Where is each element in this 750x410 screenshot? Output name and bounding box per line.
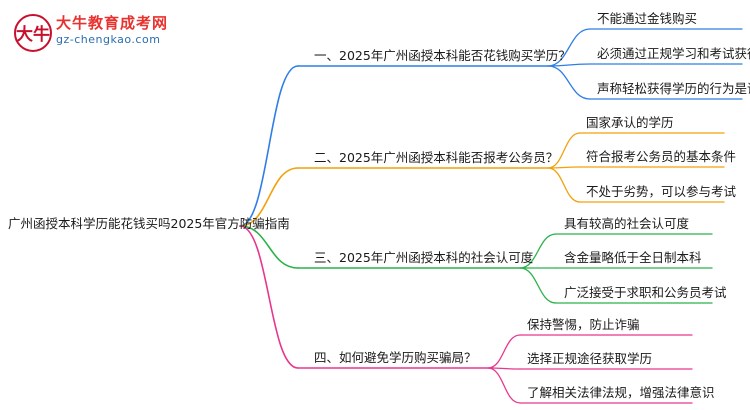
site-logo: 大牛 大牛教育成考网 gz-chengkao.com: [6, 6, 176, 52]
branch-4-leaf-2: 选择正规途径获取学历: [527, 351, 653, 366]
branch-1-leaf-1-connector: [547, 28, 591, 67]
branch-4-leaf-1-connector: [487, 334, 521, 369]
branch-1-leaf-2-connector: [547, 63, 591, 67]
branch-3-leaf-1: 具有较高的社会认可度: [564, 216, 690, 231]
branch-1-leaf-1: 不能通过金钱购买: [597, 11, 698, 26]
branch-1-leaf-2: 必须通过正规学习和考试获得: [597, 46, 750, 61]
logo-brand-name: 大牛教育成考网: [56, 14, 169, 32]
branch-4-title: 四、如何避免学历购买骗局？: [314, 350, 477, 365]
branch-2-leaf-3-connector: [547, 167, 581, 203]
branch-4-leaf-3-connector: [487, 367, 521, 404]
branch-3-title: 三、2025年广州函授本科的社会认可度: [314, 250, 534, 265]
branch-2-leaf-1: 国家承认的学历: [586, 115, 674, 130]
branch-1-leaf-3-connector: [547, 65, 591, 100]
branch-1-title: 一、2025年广州函授本科能否花钱购买学历？: [314, 48, 571, 63]
branch-3-leaf-1-connector: [519, 233, 557, 269]
branch-3-leaf-2: 含金量略低于全日制本科: [564, 250, 702, 265]
branch-4-leaf-1: 保持警惕，防止诈骗: [527, 317, 640, 332]
branch-2-leaf-3: 不处于劣势，可以参与考试: [586, 184, 737, 199]
branch-2-leaf-2: 符合报考公务员的基本条件: [586, 149, 737, 164]
branch-2-leaf-1-connector: [547, 132, 581, 169]
branch-1-leaf-3: 声称轻松获得学历的行为是诈骗: [597, 81, 750, 96]
branch-2-title: 二、2025年广州函授本科能否报考公务员？: [314, 150, 559, 165]
branch-4-connector: [239, 225, 299, 369]
branch-3-connector: [239, 225, 299, 269]
logo-url: gz-chengkao.com: [56, 33, 161, 46]
branch-3-leaf-3-connector: [519, 267, 557, 304]
branch-1-connector: [239, 65, 299, 227]
branch-2-connector: [239, 167, 299, 227]
root-topic: 广州函授本科学历能花钱买吗2025年官方防骗指南: [8, 216, 290, 231]
branch-3-leaf-3: 广泛接受于求职和公务员考试: [564, 285, 727, 300]
branch-4-leaf-3: 了解相关法律法规，增强法律意识: [527, 385, 715, 400]
bull-mascot-icon: 大牛: [14, 14, 52, 52]
